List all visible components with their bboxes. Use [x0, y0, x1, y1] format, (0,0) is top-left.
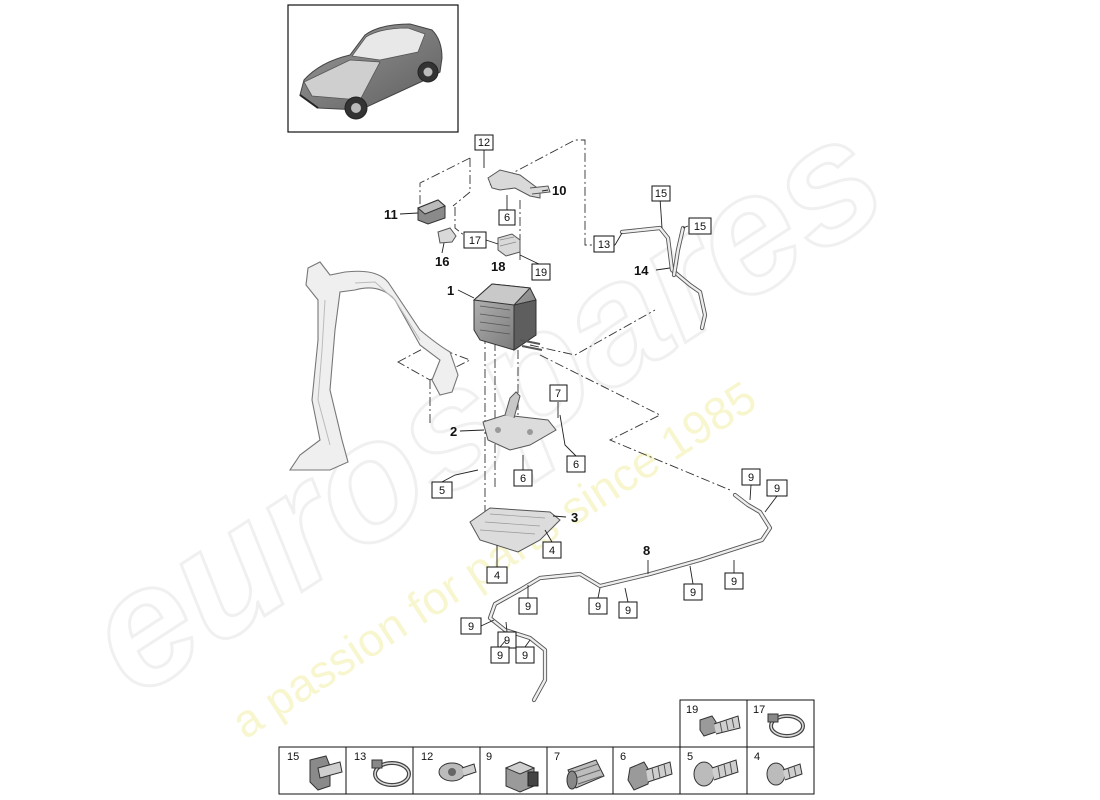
callout-9: 9: [748, 472, 754, 484]
clip-16: [437, 227, 457, 244]
callout-15-right: 15: [694, 221, 706, 233]
callout-3: 3: [571, 510, 578, 525]
callout-6-right: 6: [573, 459, 579, 471]
callout-9: 9: [522, 650, 528, 662]
watermark-brand: eurospares: [52, 79, 914, 730]
tray-label-19: 19: [686, 704, 698, 716]
callout-12: 12: [478, 137, 490, 149]
callout-1: 1: [447, 283, 454, 298]
callout-7: 7: [555, 388, 561, 400]
spacer-7-icon: [566, 759, 605, 790]
vent-hose-14: [619, 225, 708, 331]
purge-valve: [417, 199, 446, 225]
screw-5-icon: [693, 759, 739, 787]
fuel-line-8: [487, 492, 773, 703]
tray-label-5: 5: [687, 751, 693, 763]
callout-15-top: 15: [655, 188, 667, 200]
mounting-bracket: [487, 169, 551, 199]
nozzle-18: [497, 233, 521, 257]
watermark: eurospares a passion for parts since 198…: [51, 78, 916, 749]
callout-16: 16: [435, 254, 449, 269]
callout-2: 2: [450, 424, 457, 439]
shield-plate: [469, 507, 561, 553]
clip-9-icon: [504, 761, 539, 793]
charcoal-canister: [472, 283, 543, 351]
boxed-callouts: 12 6 17 19 13 15 15 7 6 6 5 4 4: [431, 134, 712, 584]
callout-6-top: 6: [504, 212, 510, 224]
bold-callouts: 1 2 3 8 10 11 14 16 18: [384, 183, 650, 558]
callout-13: 13: [598, 239, 610, 251]
hose-clamp-13-icon: [371, 759, 411, 787]
callout-9: 9: [731, 576, 737, 588]
callout-9: 9: [690, 587, 696, 599]
callout-19: 19: [535, 267, 547, 279]
tray-label-7: 7: [554, 751, 560, 763]
tray-label-4: 4: [754, 751, 760, 763]
leader-lines: [399, 150, 689, 574]
callout-18: 18: [491, 259, 505, 274]
callout-9: 9: [525, 601, 531, 613]
callout-6-mid: 6: [520, 473, 526, 485]
callout-5: 5: [439, 485, 445, 497]
tray-label-12: 12: [421, 751, 433, 763]
vehicle-thumbnail: [287, 4, 459, 133]
callout-9: 9: [497, 650, 503, 662]
callout-9-set: 9 9 9 9 9 9 9 9 9 9 9: [460, 468, 788, 664]
tray-label-9: 9: [486, 751, 492, 763]
callout-10: 10: [552, 183, 566, 198]
callout-9: 9: [595, 601, 601, 613]
callout-9: 9: [504, 635, 510, 647]
callout-14: 14: [634, 263, 649, 278]
hardware-tray: 19 17 15 13 12 9 7 6 5 4: [278, 699, 815, 795]
callout-9: 9: [625, 605, 631, 617]
callout-11: 11: [384, 207, 398, 222]
callout-8: 8: [643, 543, 650, 558]
bolt-6-icon: [627, 761, 673, 791]
bracket: [482, 391, 557, 451]
screw-4-icon: [766, 762, 803, 786]
filler-pipe: [288, 261, 459, 471]
tray-label-13: 13: [354, 751, 366, 763]
bolt-19-icon: [699, 715, 741, 737]
tray-label-15: 15: [287, 751, 299, 763]
tray-label-17: 17: [753, 704, 765, 716]
tray-label-6: 6: [620, 751, 626, 763]
callout-9: 9: [774, 483, 780, 495]
hose-clamp-17-icon: [767, 713, 805, 738]
callout-4-right: 4: [549, 545, 555, 557]
callout-4-bottom: 4: [494, 570, 500, 582]
callout-9: 9: [468, 621, 474, 633]
callout-17: 17: [469, 235, 481, 247]
clip-15-icon: [309, 755, 343, 791]
car-icon: [299, 23, 443, 120]
nut-12-icon: [438, 762, 477, 782]
